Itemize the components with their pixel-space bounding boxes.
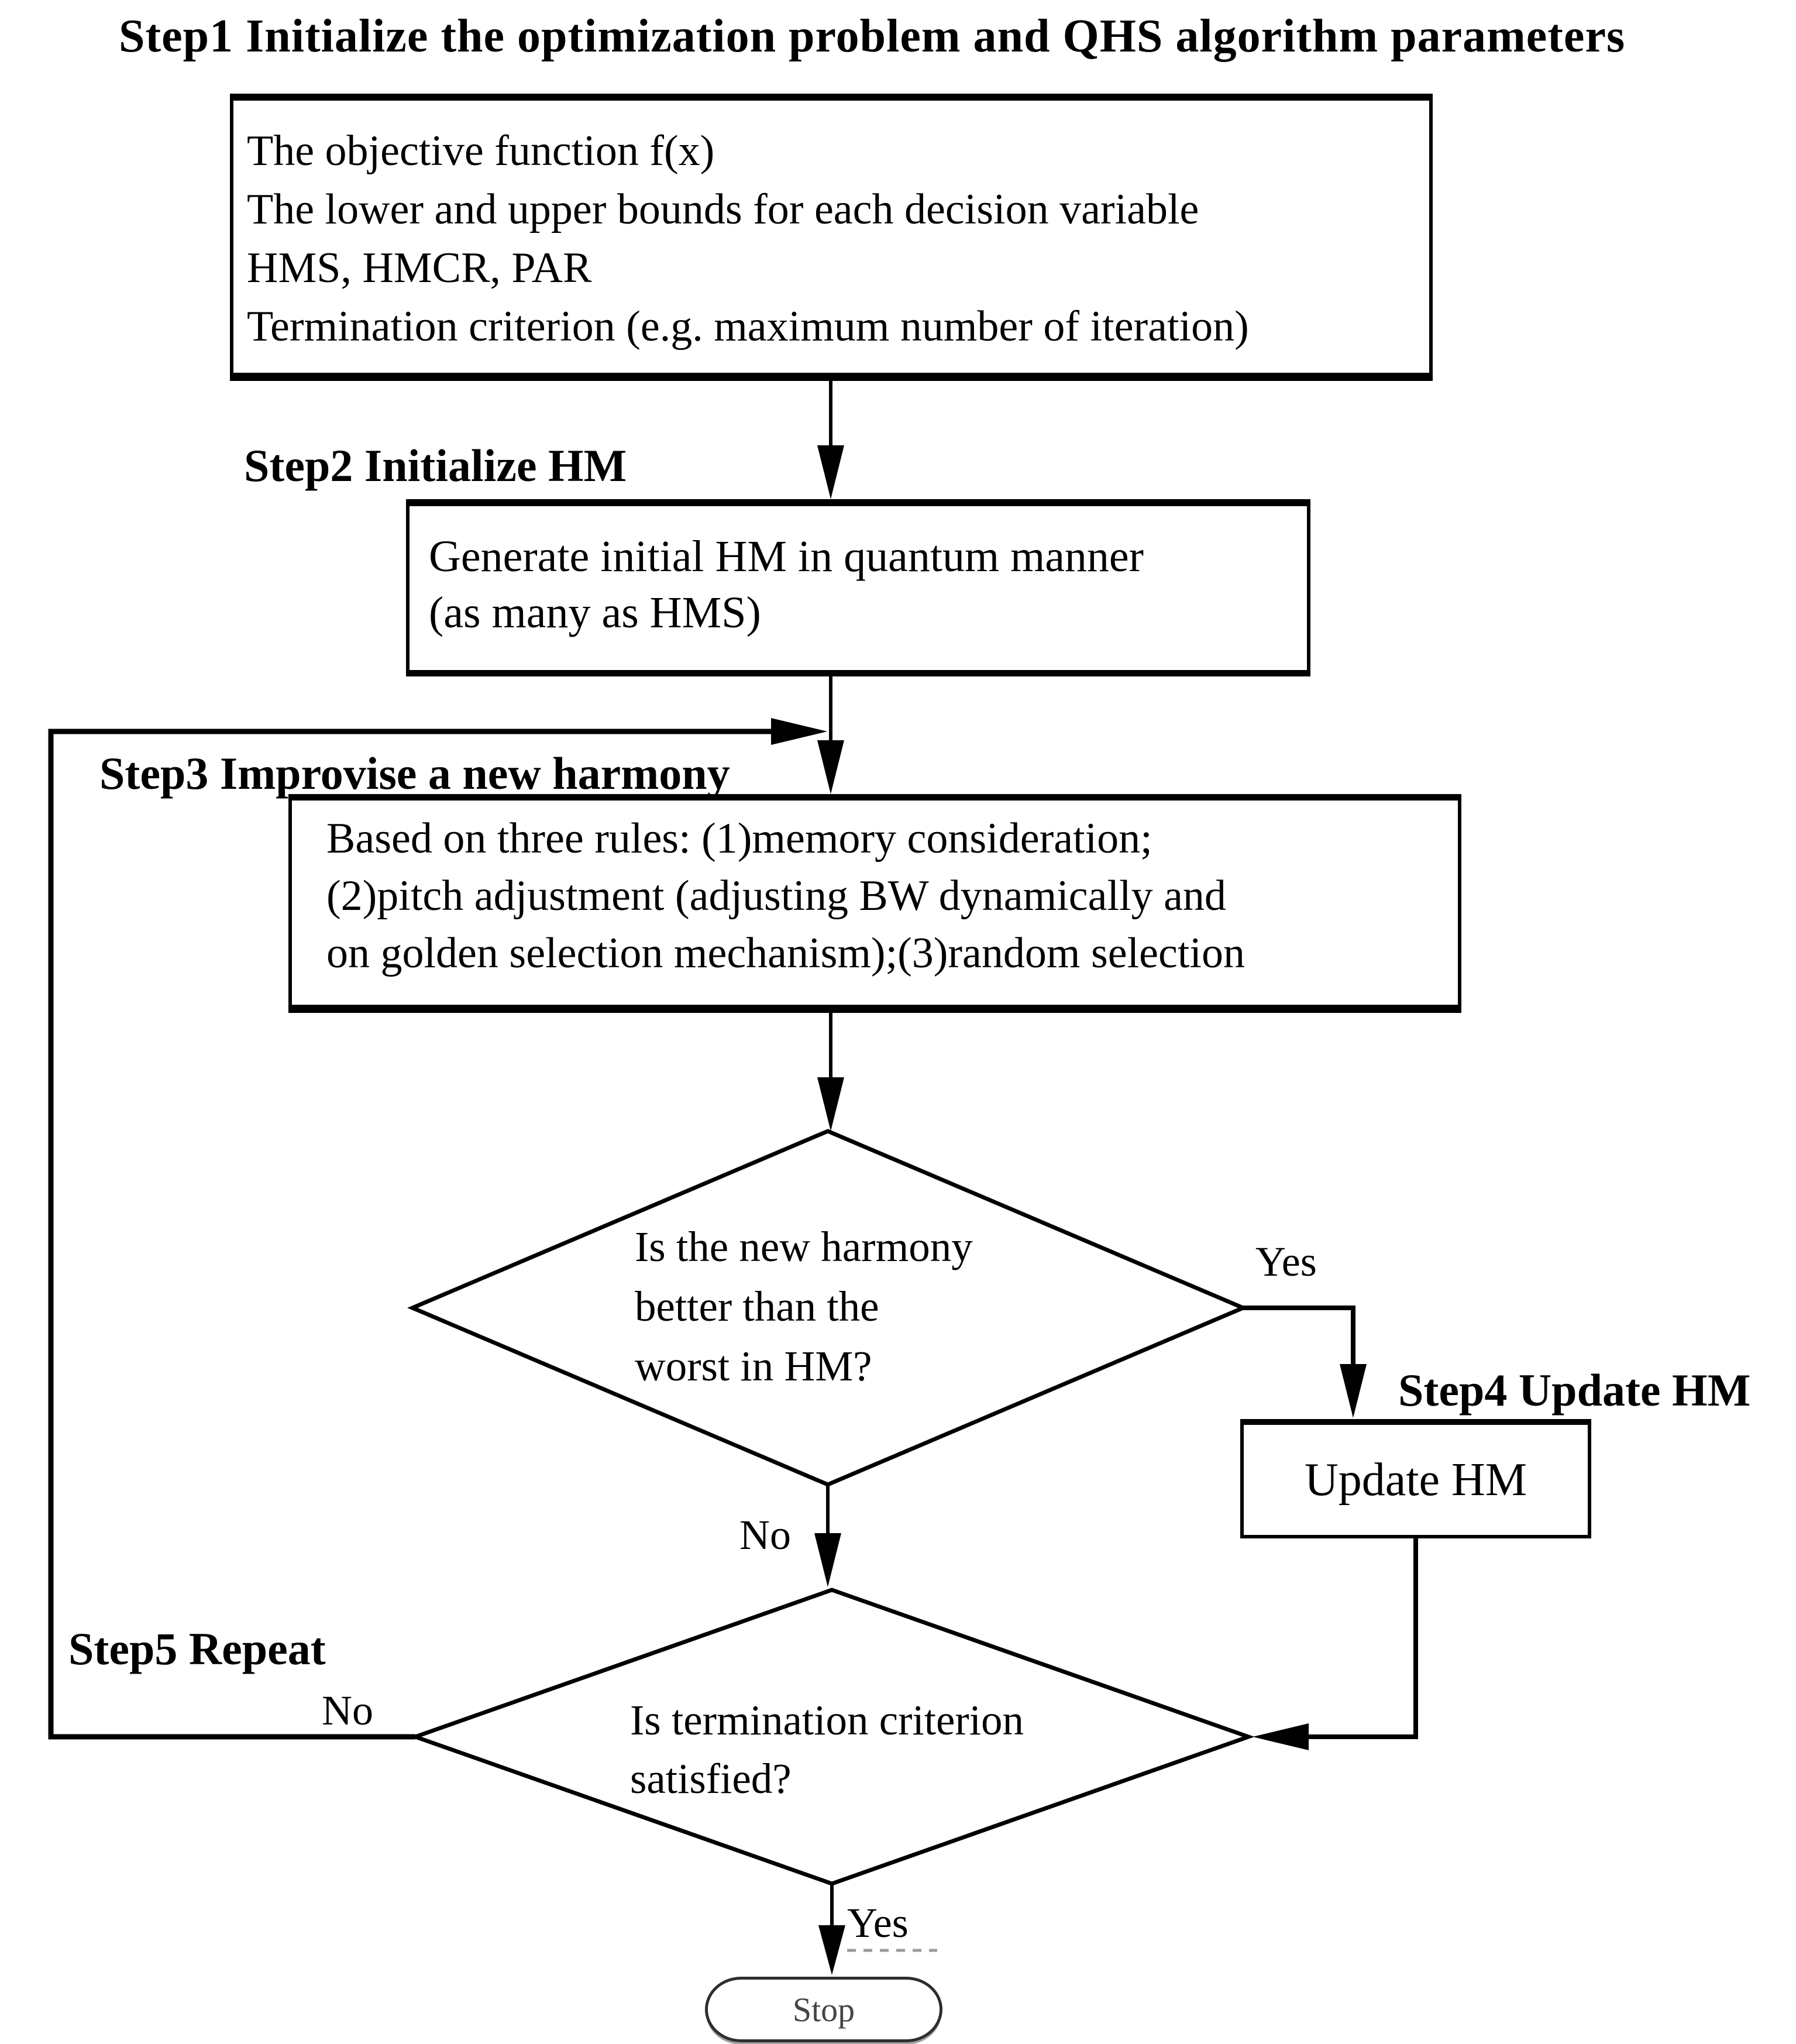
process-box-improvise: Based on three rules: (1)memory consider… [288,794,1461,1013]
flow-line-yes-to-update [1243,1306,1355,1366]
arrowhead-loop-entry [771,718,827,745]
initialize-hm-line-1: Generate initial HM in quantum manner [429,532,1144,581]
decision-termination-text: Is termination criterion satisfied? [630,1691,1024,1808]
improvise-line-1: Based on three rules: (1)memory consider… [326,815,1152,863]
process-box-initialize-hm: Generate initial HM in quantum manner (a… [406,499,1310,676]
parameters-line-termination: Termination criterion (e.g. maximum numb… [247,303,1249,351]
edge-label-yes-stop: Yes [847,1899,909,1946]
decision1-line-2: better than the [635,1283,879,1330]
improvise-line-2: (2)pitch adjustment (adjusting BW dynami… [326,872,1226,920]
step2-label: Step2 Initialize HM [244,440,627,491]
initialize-hm-line-2: (as many as HMS) [429,588,761,637]
decision2-line-1: Is termination criterion [630,1696,1024,1744]
process-box-update-hm: Update HM [1240,1419,1591,1538]
update-hm-text: Update HM [1305,1454,1527,1506]
edge-label-no-repeat: No [322,1687,373,1734]
decision-better-than-worst-text: Is the new harmony better than the worst… [635,1217,973,1396]
flow-line-update-to-decision2 [1307,1538,1418,1739]
edge-label-yes-update: Yes [1255,1238,1317,1285]
stop-terminator: Stop [705,1977,942,2042]
parameters-line-objective: The objective function f(x) [247,127,715,175]
page-title: Step1 Initialize the optimization proble… [119,11,1626,62]
parameters-line-bounds: The lower and upper bounds for each deci… [247,185,1199,233]
flow-line-repeat-loop [48,729,772,1740]
parameters-line-hms-hmcr-par: HMS, HMCR, PAR [247,244,592,292]
arrowhead-into-stop [818,1925,845,1975]
edge-label-no-continue: No [739,1511,791,1558]
step3-label: Step3 Improvise a new harmony [99,748,730,799]
decision1-line-1: Is the new harmony [635,1223,973,1270]
step4-label: Step4 Update HM [1398,1365,1751,1416]
arrowhead-into-decision2-right [1253,1723,1309,1750]
arrowhead-into-decision2-top [814,1533,841,1587]
step5-label: Step5 Repeat [68,1623,326,1674]
arrowhead-into-box2 [817,445,844,499]
stop-terminator-label: Stop [792,1990,855,2029]
improvise-line-3: on golden selection mechanism);(3)random… [326,929,1245,977]
arrowhead-into-update-box [1340,1364,1367,1418]
process-box-parameters: The objective function f(x) The lower an… [230,94,1433,381]
decision2-line-2: satisfied? [630,1755,792,1802]
arrowhead-into-decision1 [817,1077,844,1131]
arrowhead-into-box3 [817,740,844,794]
decision1-line-3: worst in HM? [635,1342,872,1390]
